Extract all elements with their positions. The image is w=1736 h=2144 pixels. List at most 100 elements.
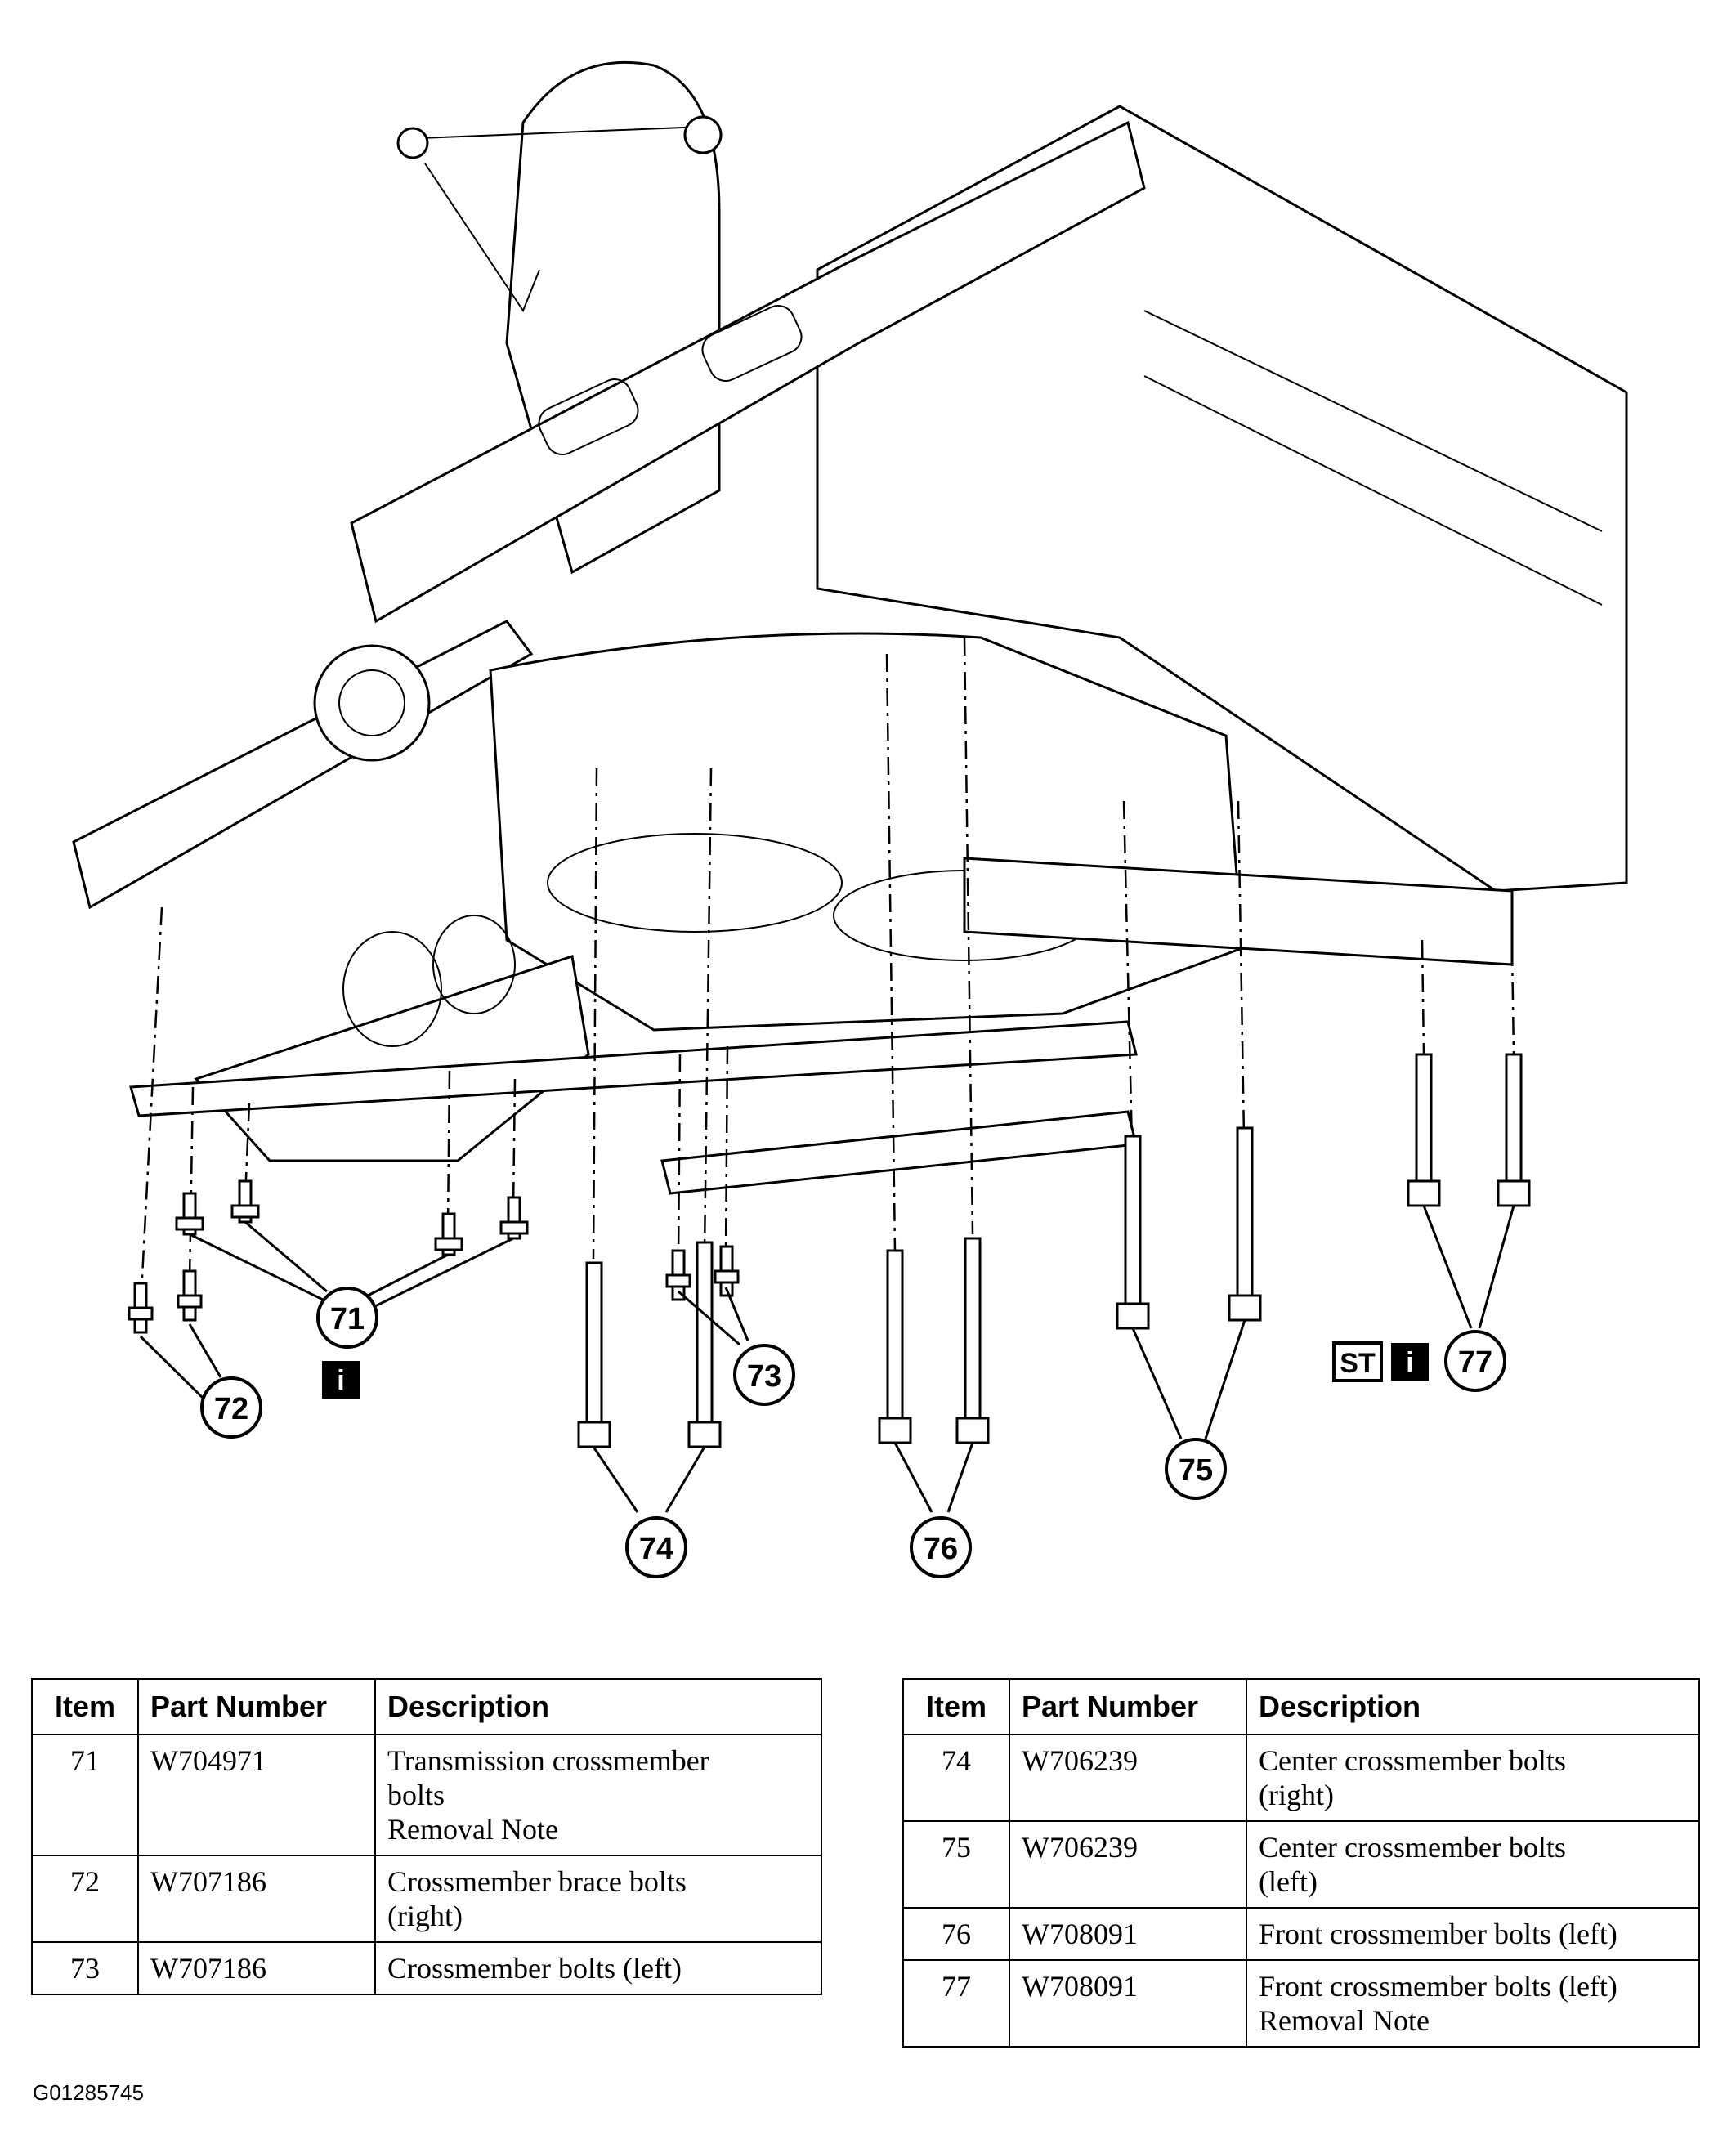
cell-description: Crossmember bolts (left)	[374, 1941, 822, 1995]
cell-description: Center crossmember bolts (right)	[1246, 1734, 1700, 1822]
description-line: Center crossmember bolts	[1259, 1831, 1566, 1864]
transmission-pan	[194, 955, 590, 1162]
callout-71: 71	[316, 1287, 378, 1349]
cell-part-number: W707186	[137, 1855, 376, 1943]
header-item: Item	[902, 1678, 1010, 1735]
table-row: 75 W706239 Center crossmember bolts (lef…	[902, 1820, 1700, 1909]
bolt-71-c	[434, 1212, 463, 1256]
transmission-crossmember	[129, 1020, 1138, 1117]
callout-73: 73	[733, 1344, 795, 1406]
svg-text:76: 76	[924, 1532, 958, 1566]
bolt-71-a	[175, 1192, 204, 1236]
svg-text:i: i	[337, 1365, 344, 1396]
bolt-74-b	[687, 1241, 722, 1448]
description-line: Front crossmember bolts (left)	[1259, 1918, 1617, 1950]
table-header-row: Item Part Number Description	[902, 1678, 1700, 1735]
cell-description: Front crossmember bolts (left) Removal N…	[1246, 1959, 1700, 2048]
cell-item: 71	[31, 1734, 139, 1856]
cell-description: Center crossmember bolts (left)	[1246, 1820, 1700, 1909]
cell-part-number: W708091	[1009, 1907, 1247, 1961]
svg-text:75: 75	[1179, 1453, 1213, 1488]
table-header-row: Item Part Number Description	[31, 1678, 822, 1735]
callout-72: 72	[200, 1376, 262, 1439]
callout-75: 75	[1165, 1438, 1227, 1500]
figure-id: G01285745	[33, 2080, 144, 2105]
description-line: Transmission crossmember	[387, 1744, 709, 1777]
cell-part-number: W708091	[1009, 1959, 1247, 2048]
cell-item: 73	[31, 1941, 139, 1995]
cell-part-number: W707186	[137, 1941, 376, 1995]
exploded-view-diagram: 71 i 72 73 74 75 76 ST i 77	[72, 60, 1628, 1578]
header-part-number: Part Number	[1009, 1678, 1247, 1735]
parts-table-right: Item Part Number Description 74 W706239 …	[902, 1678, 1700, 2048]
control-arm	[400, 126, 704, 313]
cell-item: 72	[31, 1855, 139, 1943]
special-tool-badge-77: ST	[1332, 1341, 1383, 1382]
svg-text:ST: ST	[1340, 1348, 1376, 1379]
radiator-core	[816, 105, 1628, 893]
description-line: Crossmember bolts (left)	[387, 1952, 682, 1985]
svg-text:74: 74	[639, 1532, 673, 1566]
bolt-72-b	[177, 1269, 203, 1322]
bolt-75-b	[1228, 1126, 1262, 1322]
crossmember-brace	[660, 1110, 1138, 1195]
description-line: (right)	[387, 1900, 463, 1932]
cell-item: 74	[902, 1734, 1010, 1822]
cell-part-number: W706239	[1009, 1820, 1247, 1909]
table-row: 74 W706239 Center crossmember bolts (rig…	[902, 1734, 1700, 1822]
table-row: 72 W707186 Crossmember brace bolts (righ…	[31, 1855, 822, 1943]
table-row: 76 W708091 Front crossmember bolts (left…	[902, 1907, 1700, 1961]
header-description: Description	[1246, 1678, 1700, 1735]
bolt-71-b	[230, 1179, 260, 1224]
left-frame-rail	[72, 620, 534, 910]
description-line: Center crossmember bolts	[1259, 1744, 1566, 1777]
header-description: Description	[374, 1678, 822, 1735]
svg-text:72: 72	[214, 1392, 248, 1426]
callout-74: 74	[625, 1516, 687, 1578]
svg-text:i: i	[1406, 1347, 1413, 1378]
parts-table-left: Item Part Number Description 71 W704971 …	[31, 1678, 822, 1995]
bolt-76-b	[955, 1237, 990, 1444]
underbody-assembly	[72, 60, 1628, 1195]
svg-text:73: 73	[747, 1359, 781, 1394]
bolt-76-a	[878, 1249, 912, 1444]
header-part-number: Part Number	[137, 1678, 376, 1735]
cell-part-number: W704971	[137, 1734, 376, 1856]
bolt-74-a	[577, 1261, 611, 1448]
leader-lines	[139, 1205, 1515, 1513]
bolt-75-a	[1116, 1135, 1150, 1330]
info-badge-71: i	[322, 1361, 360, 1399]
description-line: Removal Note	[1259, 2004, 1430, 2037]
bolt-73-b	[714, 1245, 740, 1297]
info-badge-77: i	[1391, 1343, 1429, 1381]
svg-text:77: 77	[1458, 1345, 1492, 1380]
cell-description: Crossmember brace bolts (right)	[374, 1855, 822, 1943]
table-row: 73 W707186 Crossmember bolts (left)	[31, 1941, 822, 1995]
description-line: Front crossmember bolts (left)	[1259, 1970, 1617, 2003]
table-row: 77 W708091 Front crossmember bolts (left…	[902, 1959, 1700, 2048]
cell-description: Transmission crossmember bolts Removal N…	[374, 1734, 822, 1856]
cell-description: Front crossmember bolts (left)	[1246, 1907, 1700, 1961]
header-item: Item	[31, 1678, 139, 1735]
description-line: bolts	[387, 1779, 445, 1811]
bolt-77-a	[1407, 1053, 1441, 1207]
bolt-77-b	[1497, 1053, 1531, 1207]
assembly-axes	[139, 637, 1515, 1309]
description-line: Removal Note	[387, 1813, 558, 1846]
bolt-72-a	[128, 1282, 154, 1334]
callout-76: 76	[910, 1516, 972, 1578]
bolt-73-a	[665, 1249, 691, 1301]
cell-part-number: W706239	[1009, 1734, 1247, 1822]
cell-item: 77	[902, 1959, 1010, 2048]
description-line: (left)	[1259, 1865, 1318, 1898]
callout-77: 77	[1444, 1330, 1506, 1392]
description-line: (right)	[1259, 1779, 1334, 1811]
bolts	[128, 1053, 1531, 1448]
table-row: 71 W704971 Transmission crossmember bolt…	[31, 1734, 822, 1856]
description-line: Crossmember brace bolts	[387, 1865, 687, 1898]
cell-item: 75	[902, 1820, 1010, 1909]
engine-block	[489, 632, 1244, 1032]
bolt-71-d	[499, 1196, 529, 1240]
svg-text:71: 71	[330, 1302, 365, 1336]
hub-knuckle	[313, 644, 431, 762]
